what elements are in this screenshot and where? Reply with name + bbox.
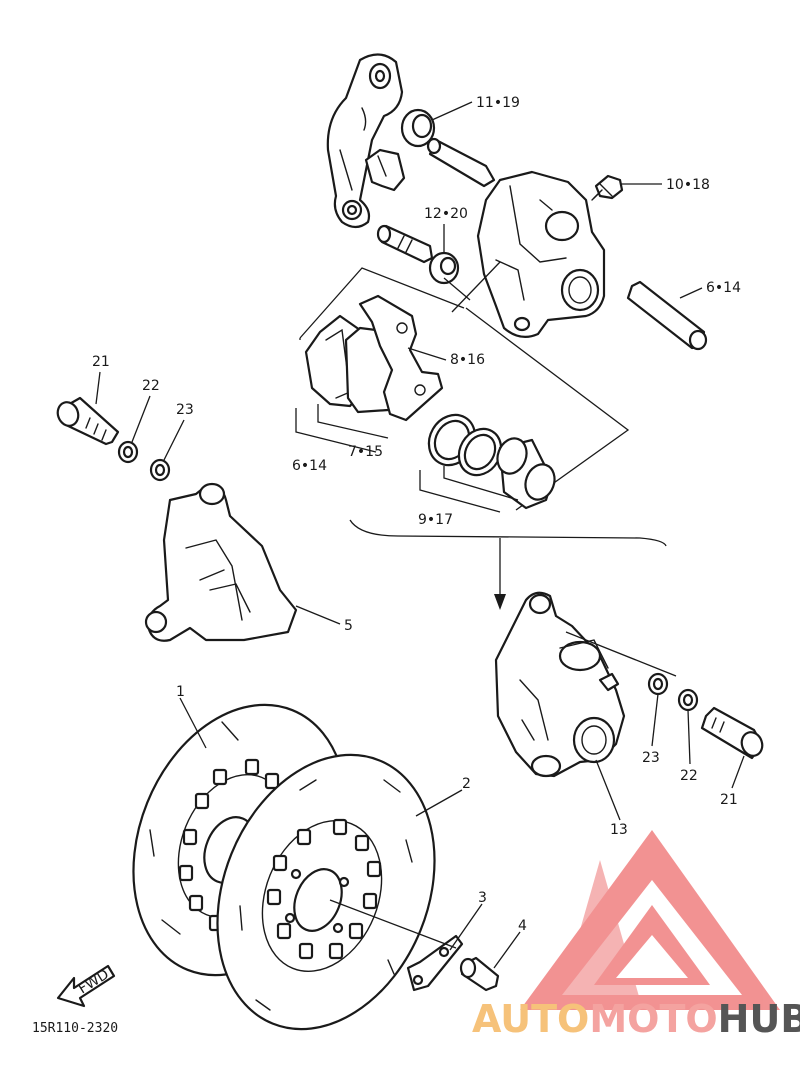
caliper-assembly-right (494, 591, 626, 778)
callout-8-16: 8•16 (450, 352, 485, 368)
disc1-vent-slots (178, 758, 290, 932)
caliper-bracket-upper (326, 53, 404, 229)
washer-right (647, 672, 669, 696)
callout-23-right: 23 (642, 750, 660, 766)
seals-group-bracket (419, 466, 519, 513)
lock-washer-right (677, 688, 699, 712)
caliper-body-top (476, 170, 606, 339)
callout-3: 3 (478, 890, 487, 906)
watermark-hub: HUB (718, 997, 800, 1041)
callout-4: 4 (518, 918, 527, 934)
pads-group-bracket (295, 404, 389, 453)
caliper-pin (626, 280, 708, 351)
piston-seal-inner (457, 427, 503, 477)
lock-washer-left (117, 440, 139, 464)
callout-7-15: 7•15 (348, 444, 383, 460)
right-assembly-leader (565, 631, 677, 677)
fwd-arrow: FWD (56, 964, 116, 1008)
watermark-logo (520, 830, 780, 1010)
callout-12-20: 12•20 (424, 206, 468, 222)
assembly-arrow (349, 519, 667, 610)
callout-11-19: 11•19 (476, 95, 520, 111)
diagram-part-number: 15R110-2320 (32, 1021, 118, 1036)
disc-bolt (459, 956, 500, 992)
callout-10-18: 10•18 (666, 177, 710, 193)
callout-22-right: 22 (680, 768, 698, 784)
caliper-piston (496, 437, 556, 510)
bleed-screw (591, 174, 624, 201)
lock-plate (406, 934, 464, 992)
callout-1: 1 (176, 684, 185, 700)
watermark-moto: MOTO (589, 997, 717, 1041)
slide-pin-upper (426, 137, 496, 188)
callout-5: 5 (344, 618, 353, 634)
pin-boot-11 (400, 108, 436, 148)
callout-23-left: 23 (176, 402, 194, 418)
disc2-vent-slots (266, 818, 382, 960)
watermark-auto: AUTO (472, 997, 589, 1041)
callout-6-14-pads: 6•14 (292, 458, 327, 474)
callout-21-left: 21 (92, 354, 110, 370)
bolt-left (56, 396, 120, 446)
caliper-assembly-left (144, 482, 298, 642)
callout-9-17: 9•17 (418, 512, 453, 528)
pad-clip (364, 148, 406, 192)
pad-shim (358, 294, 444, 422)
disc-bolt-leader (329, 899, 457, 949)
callout-2: 2 (462, 776, 471, 792)
slide-pin-lower (376, 224, 434, 264)
callout-6-14-pin: 6•14 (706, 280, 741, 296)
washer-left (149, 458, 171, 482)
callout-21-right: 21 (720, 792, 738, 808)
bolt-right (700, 706, 764, 760)
watermark-text: AUTOMOTOHUB (472, 997, 800, 1041)
callout-13: 13 (610, 822, 628, 838)
callout-leaders (95, 101, 745, 969)
brake-disc-front (216, 753, 436, 1031)
callout-22-left: 22 (142, 378, 160, 394)
